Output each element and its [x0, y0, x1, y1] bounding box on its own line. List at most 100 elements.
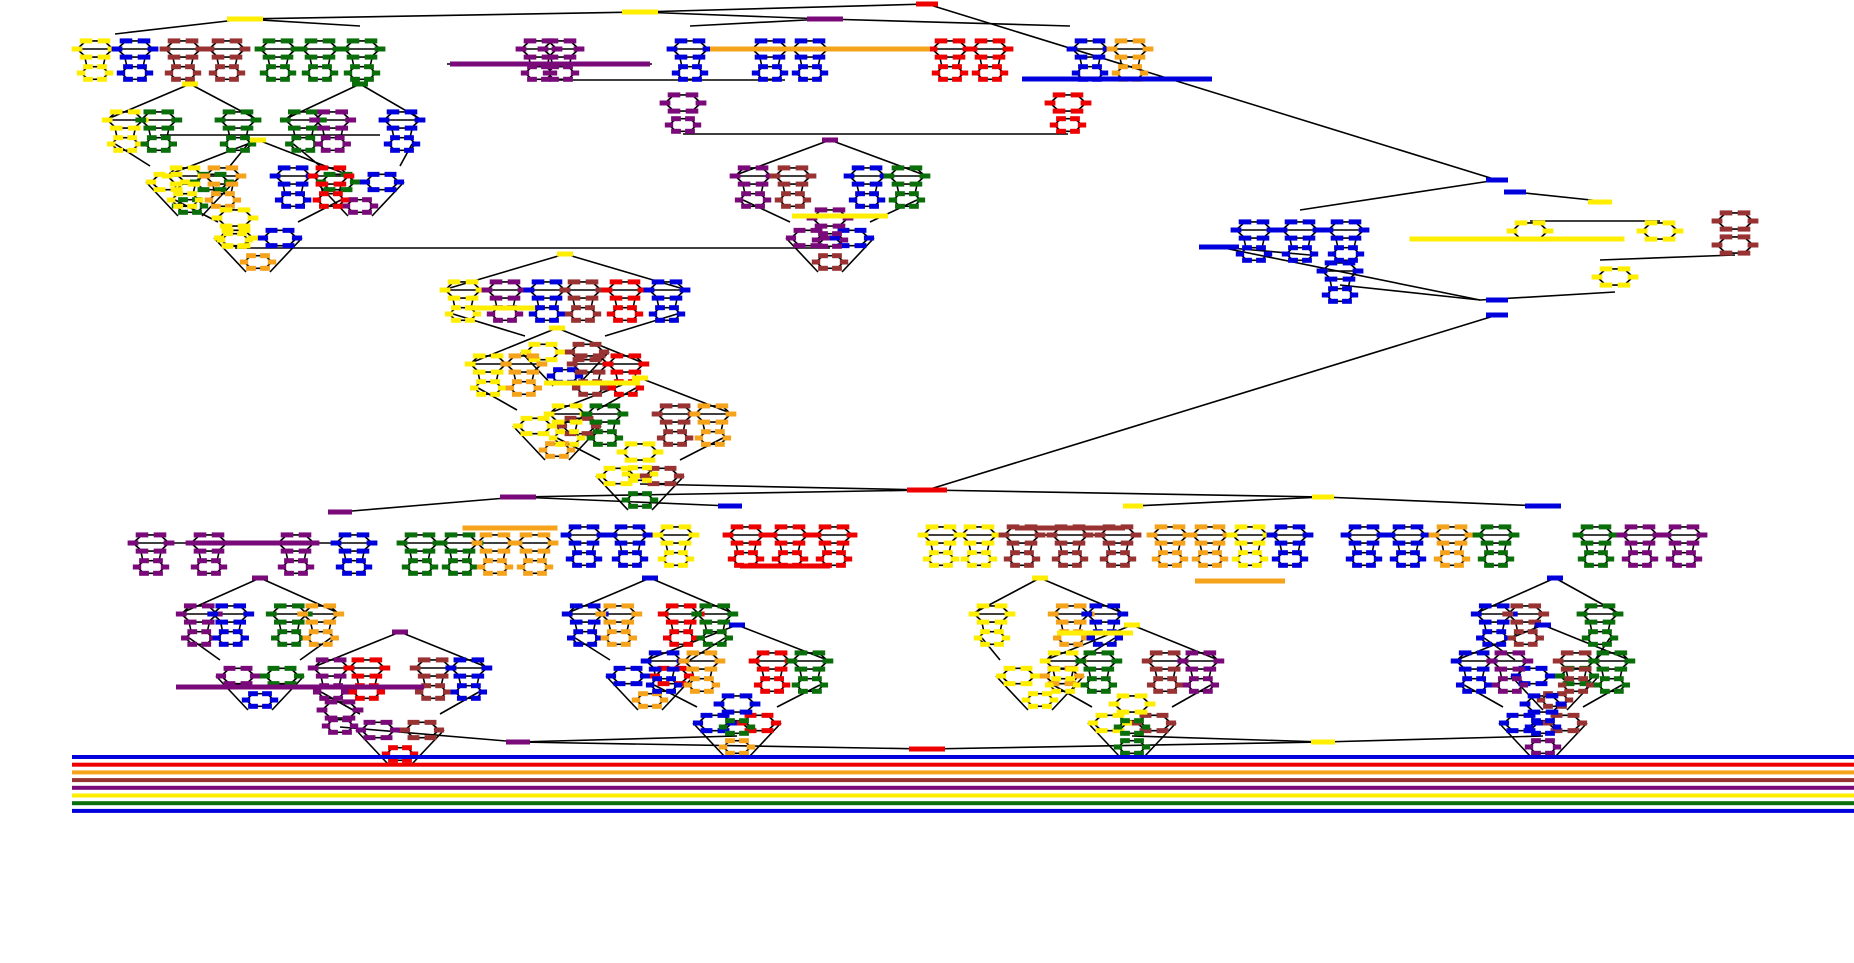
node-red — [388, 745, 398, 751]
node-blue — [1312, 227, 1324, 233]
node-blue — [1089, 619, 1103, 625]
node-brown — [409, 665, 421, 671]
node-blue — [241, 697, 251, 703]
node-yellow — [490, 369, 504, 375]
node-blue — [1340, 532, 1352, 538]
node-blue — [1114, 635, 1123, 641]
node-brown — [1015, 525, 1125, 531]
node-purple — [541, 76, 551, 82]
node-green — [1602, 619, 1616, 625]
node-brown — [811, 259, 821, 265]
node-brown — [832, 253, 842, 259]
node-blue — [593, 556, 603, 562]
node-green — [349, 179, 361, 185]
node-purple — [548, 70, 558, 76]
node-brown — [571, 305, 581, 311]
node-brown — [795, 203, 805, 209]
node-purple — [1672, 562, 1682, 568]
node-brown — [1528, 603, 1542, 609]
node-purple — [362, 197, 372, 203]
node-red — [1002, 46, 1014, 52]
node-purple — [1686, 524, 1700, 530]
node-green — [267, 665, 280, 671]
node-yellow — [963, 524, 977, 530]
node-blue — [574, 373, 584, 379]
node-blue — [549, 295, 563, 301]
node-green — [909, 191, 919, 197]
node-green — [1599, 688, 1610, 694]
node-blue — [669, 317, 679, 323]
node-blue — [676, 311, 686, 317]
node-yellow — [995, 673, 1007, 679]
node-purple — [520, 70, 530, 76]
node-purple — [810, 243, 823, 249]
node-blue — [700, 712, 713, 718]
edge — [1131, 735, 1324, 743]
node-blue — [291, 235, 303, 241]
node-yellow — [1252, 540, 1266, 546]
node-yellow — [219, 207, 233, 213]
node-blue — [383, 141, 393, 147]
node-orange — [497, 532, 511, 538]
node-blue — [568, 524, 582, 530]
node-brown — [1576, 720, 1588, 726]
node-purple — [450, 61, 650, 67]
node-blue — [794, 38, 808, 44]
node-purple — [551, 46, 563, 52]
node-brown — [442, 689, 452, 695]
node-green — [891, 181, 905, 187]
node-brown — [1153, 688, 1164, 694]
node-blue — [212, 635, 221, 641]
node-green — [1605, 556, 1615, 562]
node-yellow — [1108, 701, 1120, 707]
node-yellow — [595, 473, 607, 479]
node-blue — [1238, 219, 1252, 225]
node-blue — [215, 603, 229, 609]
node-purple — [734, 197, 744, 203]
node-purple — [818, 231, 828, 237]
node-blue — [1281, 251, 1291, 257]
node-green — [1075, 658, 1087, 664]
node-green — [649, 497, 659, 503]
node-purple — [507, 295, 521, 301]
node-red — [613, 305, 623, 311]
node-purple — [1185, 650, 1199, 656]
node-yellow — [576, 435, 586, 441]
node-purple — [1511, 688, 1522, 694]
node-blue — [356, 532, 370, 538]
node-purple — [1642, 540, 1656, 546]
node-blue — [1266, 227, 1278, 233]
node-blue — [739, 693, 753, 699]
node-yellow — [555, 429, 565, 435]
node-brown — [592, 311, 602, 317]
node-blue — [1476, 666, 1490, 672]
node-green — [1577, 556, 1587, 562]
node-red — [909, 746, 945, 752]
node-blue — [1523, 712, 1536, 718]
node-blue — [1342, 286, 1352, 292]
node-red — [974, 38, 988, 44]
node-green — [280, 54, 294, 60]
node-blue — [386, 125, 400, 131]
node-brown — [1513, 629, 1524, 635]
node-red — [753, 682, 763, 688]
node-yellow — [1662, 220, 1676, 226]
node-blue — [453, 673, 467, 679]
node-blue — [1552, 724, 1562, 730]
node-purple — [563, 38, 577, 44]
root-node — [916, 1, 938, 7]
node-orange — [1454, 524, 1468, 530]
node-blue — [1519, 701, 1531, 707]
node-orange — [620, 641, 631, 647]
node-green — [291, 619, 305, 625]
node-yellow — [981, 540, 995, 546]
node-orange — [722, 435, 732, 441]
node-green — [279, 117, 291, 123]
node-yellow — [237, 223, 251, 229]
edge — [1322, 735, 1544, 743]
node-brown — [435, 673, 449, 679]
node-orange — [1059, 641, 1070, 647]
node-blue — [1302, 245, 1312, 251]
node-yellow — [465, 317, 475, 323]
node-red — [836, 524, 850, 530]
